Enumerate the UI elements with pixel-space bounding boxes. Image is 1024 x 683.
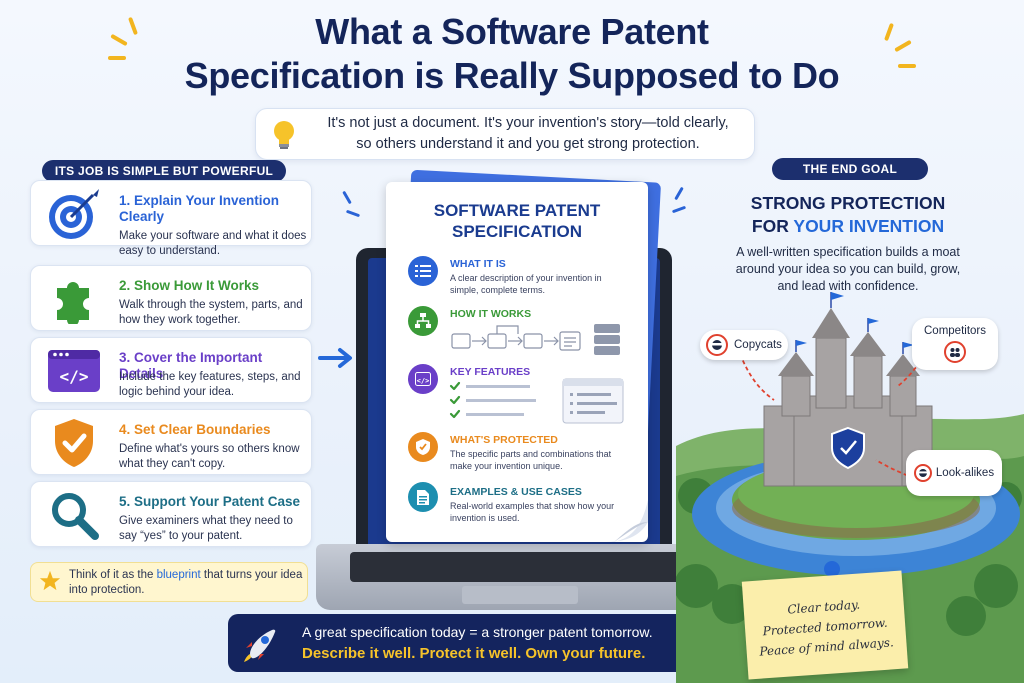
doc-section-desc: The specific parts and combinations that… (450, 448, 620, 472)
star-icon (39, 570, 61, 592)
goal-title-highlight: YOUR INVENTION (793, 216, 944, 236)
laptop-trackpad (462, 586, 578, 604)
sparkle-right-icon (876, 24, 916, 74)
bottom-banner: A great specification today = a stronger… (228, 614, 736, 672)
step-title: 1. Explain Your Invention Clearly (119, 193, 309, 225)
masked-face-icon (706, 334, 728, 356)
lightbulb-icon (270, 119, 298, 151)
step-desc: Include the key features, steps, and log… (119, 370, 309, 400)
blueprint-tip: Think of it as the blueprint that turns … (30, 562, 308, 602)
left-section-header: ITS JOB IS SIMPLE BUT POWERFUL (42, 160, 286, 182)
step-title: 4. Set Clear Boundaries (119, 422, 309, 438)
step-set-boundaries: 4. Set Clear Boundaries Define what's yo… (30, 409, 312, 475)
feature-checklist (448, 380, 538, 422)
rocket-icon (238, 620, 284, 666)
tag-label: Copycats (734, 339, 782, 351)
magnifier-icon (45, 488, 103, 542)
threat-tag-copycats: Copycats (700, 330, 788, 360)
step-title: 2. Show How It Works (119, 278, 309, 294)
title-line-1: What a Software Patent (140, 10, 884, 54)
target-icon (45, 187, 103, 241)
step-desc: Walk through the system, parts, and how … (119, 298, 309, 328)
goal-title-line-2: FOR YOUR INVENTION (730, 215, 966, 238)
right-section-header: THE END GOAL (772, 158, 928, 180)
goal-title-line-1: STRONG PROTECTION (730, 192, 966, 215)
svg-text:</>: </> (60, 367, 89, 386)
feature-window-graphic (562, 378, 624, 424)
doc-section-heading: WHAT IT IS (450, 258, 506, 270)
goal-title-pre: FOR (752, 216, 794, 236)
subtitle-text: It's not just a document. It's your inve… (314, 113, 742, 155)
puzzle-icon (45, 272, 103, 326)
step-support-case: 5. Support Your Patent Case Give examine… (30, 481, 312, 547)
document-title: SOFTWARE PATENT SPECIFICATION (386, 200, 648, 242)
banner-line-1: A great specification today = a stronger… (302, 623, 653, 642)
tag-label: Competitors (924, 325, 986, 337)
step-explain: 1. Explain Your Invention Clearly Make y… (30, 180, 312, 246)
code-icon: </> (408, 364, 438, 394)
process-flow-diagram (448, 322, 626, 358)
masked-face-icon (914, 464, 932, 482)
doc-section-desc: Real-world examples that show how your i… (450, 500, 620, 524)
tag-label: Look-alikes (936, 467, 994, 479)
threat-tag-lookalikes: Look-alikes (906, 450, 1002, 496)
laptop-keyboard (350, 552, 690, 582)
doc-section-heading: HOW IT WORKS (450, 308, 531, 320)
threat-tag-competitors: Competitors (912, 318, 998, 370)
step-desc: Give examiners what they need to say “ye… (119, 514, 309, 544)
doc-section-heading: WHAT'S PROTECTED (450, 434, 558, 446)
doc-section-heading: EXAMPLES & USE CASES (450, 486, 582, 498)
tag-row: Look-alikes (914, 464, 994, 482)
goal-title: STRONG PROTECTION FOR YOUR INVENTION (730, 192, 966, 238)
page-title: What a Software Patent Specification is … (140, 10, 884, 98)
step-desc: Make your software and what it does easy… (119, 229, 309, 259)
sparkle-left-icon (110, 24, 150, 64)
doc-section-desc: A clear description of your invention in… (450, 272, 620, 296)
document-icon (408, 482, 438, 512)
code-window-icon: </> (45, 344, 103, 398)
specification-document: SOFTWARE PATENT SPECIFICATION WHAT IT IS… (386, 182, 648, 542)
tip-highlight: blueprint (157, 569, 201, 581)
subtitle-line-1: It's not just a document. It's your inve… (314, 113, 742, 134)
document-title-line-1: SOFTWARE PATENT (386, 200, 648, 221)
shield-icon (408, 432, 438, 462)
doc-section-heading: KEY FEATURES (450, 366, 530, 378)
sparkle-doc-right-icon (668, 188, 698, 228)
subtitle-line-2: so others understand it and you get stro… (314, 134, 742, 155)
list-icon (408, 256, 438, 286)
tip-text-pre: Think of it as the (69, 569, 157, 581)
page-curl-graphic (606, 500, 650, 544)
subtitle-callout: It's not just a document. It's your inve… (255, 108, 755, 160)
step-show-how: 2. Show How It Works Walk through the sy… (30, 265, 312, 331)
step-cover-details: </> 3. Cover the Important Details Inclu… (30, 337, 312, 403)
people-icon (944, 341, 966, 363)
sparkle-doc-left-icon (340, 192, 370, 232)
goal-description: A well-written specification builds a mo… (730, 244, 966, 295)
step-title: 5. Support Your Patent Case (119, 494, 309, 510)
document-title-line-2: SPECIFICATION (386, 221, 648, 242)
flowchart-icon (408, 306, 438, 336)
sticky-note: Clear today. Protected tomorrow. Peace o… (742, 571, 908, 680)
banner-line-2: Describe it well. Protect it well. Own y… (302, 644, 645, 663)
svg-text:</>: </> (417, 377, 430, 385)
step-desc: Define what's yours so others know what … (119, 442, 309, 472)
arrow-right-icon (318, 346, 354, 370)
tip-text: Think of it as the blueprint that turns … (69, 568, 305, 598)
title-line-2: Specification is Really Supposed to Do (140, 54, 884, 98)
shield-check-icon (45, 416, 103, 470)
